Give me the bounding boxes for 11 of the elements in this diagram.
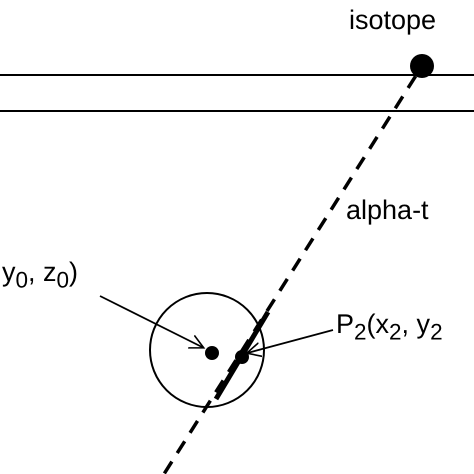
sphere-circle — [149, 292, 265, 408]
edge-label: alpha-t — [346, 196, 429, 226]
coordinate-label: y$_{0}$, z$_{0}$) — [2, 258, 78, 294]
leader-arrow — [246, 329, 334, 358]
intersection-point — [235, 350, 249, 364]
leader-arrow — [100, 295, 205, 349]
center-point — [205, 346, 219, 360]
track-line — [162, 75, 418, 474]
isotope-label: isotope — [349, 6, 436, 36]
coordinate-label: P$_{2}$(x$_{2}$, y$_{2}$ — [336, 310, 443, 346]
track-segment — [214, 310, 270, 400]
